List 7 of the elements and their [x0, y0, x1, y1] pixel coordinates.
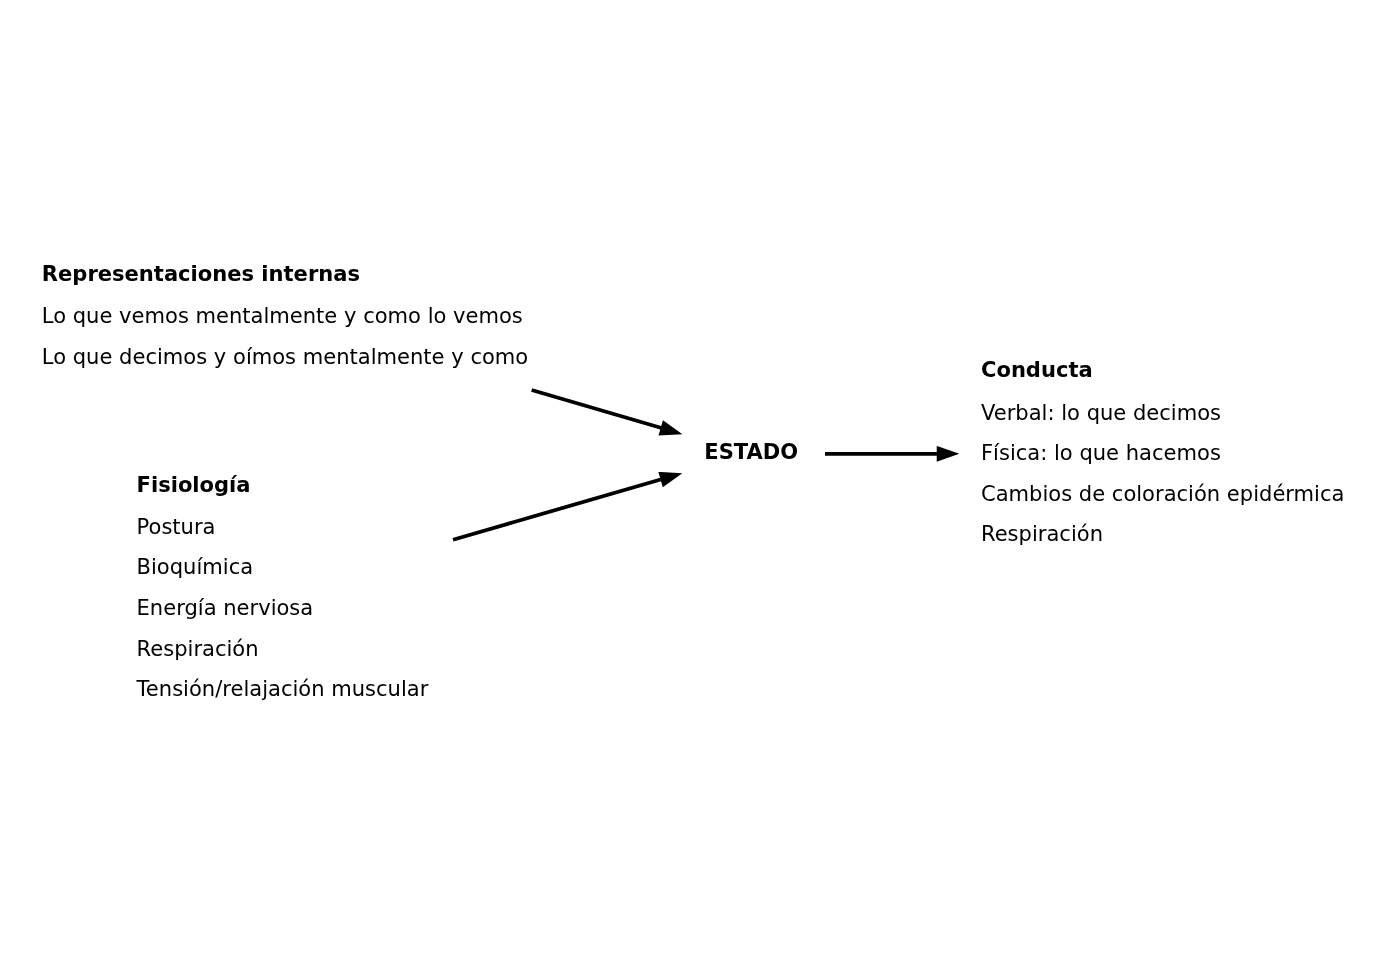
node-text: Conducta Verbal: lo que decimos Física: lo que hacemos Cambios de coloración epidérmica Respiración — [980, 357, 1345, 547]
node-text: Representaciones internas Lo que vemos mentalmente y como lo vemos Lo que decimos y oímos mentalmente y como — [41, 261, 529, 369]
node-text: ESTADO — [704, 438, 799, 464]
node-text: Fisiología Postura Bioquímica Energía nerviosa Respiración Tensión/relajación muscular — [136, 471, 429, 702]
arrow — [825, 445, 960, 462]
arrow — [531, 388, 683, 436]
arrow — [452, 471, 683, 542]
